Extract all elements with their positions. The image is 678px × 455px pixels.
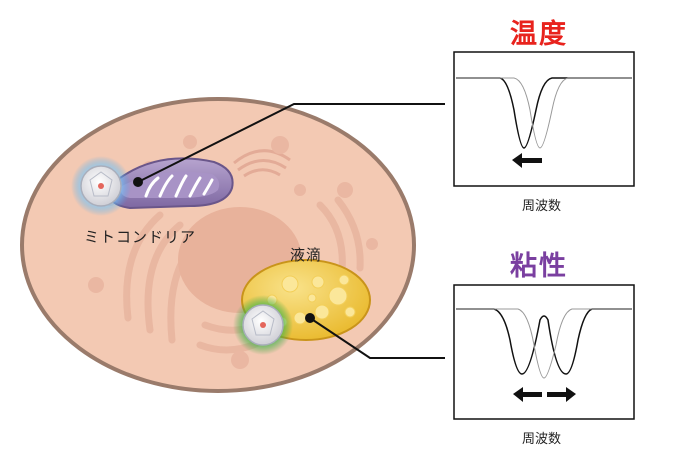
nanodiamond-probe-icon xyxy=(233,295,293,355)
mitochondria-label: ミトコンドリア xyxy=(84,228,197,246)
panel-viscosity xyxy=(453,284,635,420)
cristae xyxy=(144,174,214,198)
spectrum-shifted xyxy=(456,77,632,149)
viscosity-title: 粘性 xyxy=(510,251,568,282)
nanodiamond-probe-icon xyxy=(71,156,131,216)
spectrum-split xyxy=(456,308,632,375)
leader-dot xyxy=(133,177,143,187)
arrow-left-icon xyxy=(513,387,542,402)
frequency-axis-label: 周波数 xyxy=(522,199,562,214)
droplet-bubbles xyxy=(266,274,356,328)
panel-temperature xyxy=(453,51,635,187)
endoplasmic-reticulum xyxy=(123,196,364,354)
arrow-left-icon xyxy=(512,153,542,168)
spectrum-reference xyxy=(456,77,632,149)
lipid-droplet-label: 液滴 xyxy=(290,246,323,264)
frequency-axis-label: 周波数 xyxy=(522,432,562,447)
golgi xyxy=(233,149,291,178)
leader-dot xyxy=(305,313,315,323)
leader-lines xyxy=(137,103,445,359)
arrow-right-icon xyxy=(547,387,576,402)
temperature-title: 温度 xyxy=(510,19,568,50)
spectrum-reference xyxy=(456,308,632,379)
